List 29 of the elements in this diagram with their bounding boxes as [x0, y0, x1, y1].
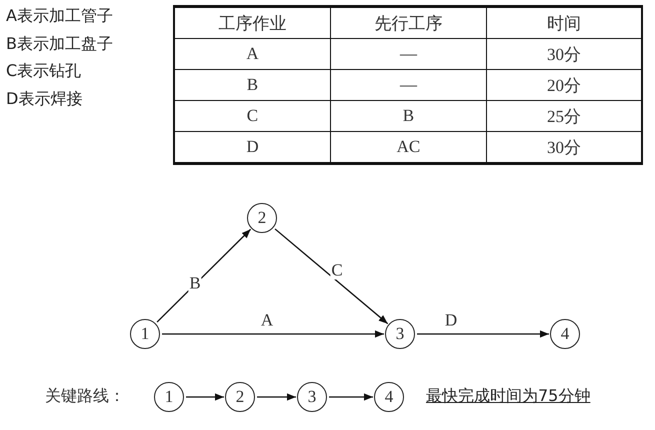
header-cell: 工序作业	[174, 6, 330, 38]
arrow	[257, 393, 296, 401]
critical-path-label: 关键路线：	[45, 386, 125, 407]
event-circle: 2	[247, 203, 277, 233]
arrow	[417, 330, 549, 338]
event-circle: 4	[550, 319, 580, 349]
arrow	[156, 228, 252, 322]
event-circle: 4	[374, 382, 404, 412]
note-text: A表示加工管子	[6, 6, 113, 27]
table-cell: —	[330, 38, 486, 70]
event-circle: 2	[225, 382, 255, 412]
arrow	[274, 228, 388, 324]
event-circle: 3	[297, 382, 327, 412]
note-text: D表示焊接	[6, 88, 82, 110]
note-text: C表示钻孔	[6, 61, 82, 82]
event-circle: 3	[385, 319, 415, 349]
event-circle: 1	[154, 382, 184, 412]
table-cell: C	[174, 100, 330, 132]
table-cell: B	[174, 70, 330, 100]
arrow	[329, 393, 373, 401]
table-cell: A	[174, 38, 330, 70]
table-cell: —	[330, 70, 486, 100]
event-circle: 1	[130, 319, 160, 349]
total-time-text: 最快完成时间为75分钟	[426, 386, 590, 407]
arrow	[186, 393, 224, 401]
note-text: B表示加工盘子	[6, 34, 113, 54]
arrow	[162, 330, 384, 338]
header-cell: 先行工序	[330, 6, 486, 38]
table-cell: B	[330, 100, 486, 132]
